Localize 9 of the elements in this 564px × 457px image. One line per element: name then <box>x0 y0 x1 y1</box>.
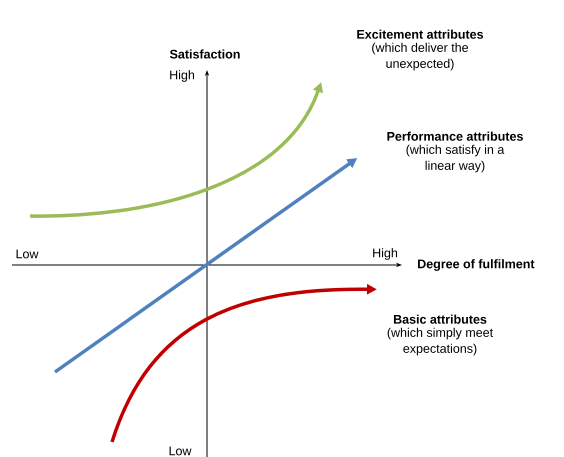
scale-label: Low <box>16 250 38 258</box>
axis-title: Degree of fulfilment <box>418 259 534 271</box>
attribute-label: Basic attributes (which simply meet expectations) <box>388 314 494 356</box>
axis-title: Satisfaction <box>170 49 240 59</box>
scale-label: High <box>170 70 194 82</box>
scale-label: High <box>373 248 398 260</box>
attribute-label: Excitement attributes (which deliver the unexpected) <box>357 30 484 70</box>
scale-label: Low <box>170 446 192 456</box>
attribute-label: Performance attributes (which satisfy in a linear way) <box>387 132 523 172</box>
